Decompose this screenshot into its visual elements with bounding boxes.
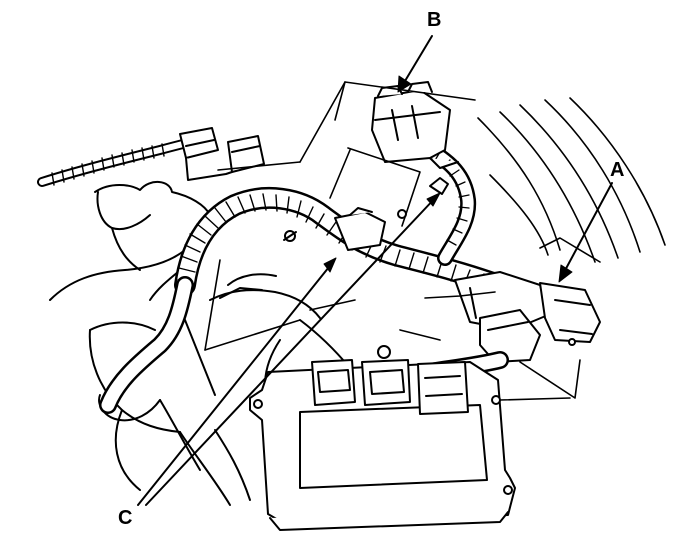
arrowheads bbox=[323, 75, 573, 283]
leader-lines bbox=[137, 35, 613, 506]
upper-left-harness bbox=[37, 135, 205, 187]
callout-label-a: A bbox=[610, 159, 625, 181]
harness-clip bbox=[219, 177, 449, 299]
upper-left-connector bbox=[179, 127, 265, 181]
arrowhead-c-left bbox=[323, 257, 337, 273]
leader-line-a bbox=[561, 182, 613, 277]
callout-label-b: B bbox=[427, 9, 442, 31]
arrowhead-b bbox=[397, 75, 412, 93]
connector-a bbox=[454, 271, 601, 363]
harness-bracket bbox=[334, 207, 386, 251]
leader-line-c-right bbox=[145, 195, 438, 506]
arrowhead-c-right bbox=[426, 192, 441, 207]
arrowhead-a bbox=[558, 264, 573, 283]
leader-line-b bbox=[401, 35, 433, 87]
inset-outline bbox=[204, 81, 601, 401]
callout-label-c: C bbox=[118, 507, 133, 529]
engine-body-outline bbox=[49, 181, 351, 506]
leader-line-c-left bbox=[137, 261, 334, 506]
left-harness-loop bbox=[99, 276, 194, 414]
ecm-connector-sockets bbox=[311, 345, 469, 415]
body-panel-curves bbox=[477, 97, 666, 263]
harness-to-connector-b bbox=[422, 142, 477, 266]
